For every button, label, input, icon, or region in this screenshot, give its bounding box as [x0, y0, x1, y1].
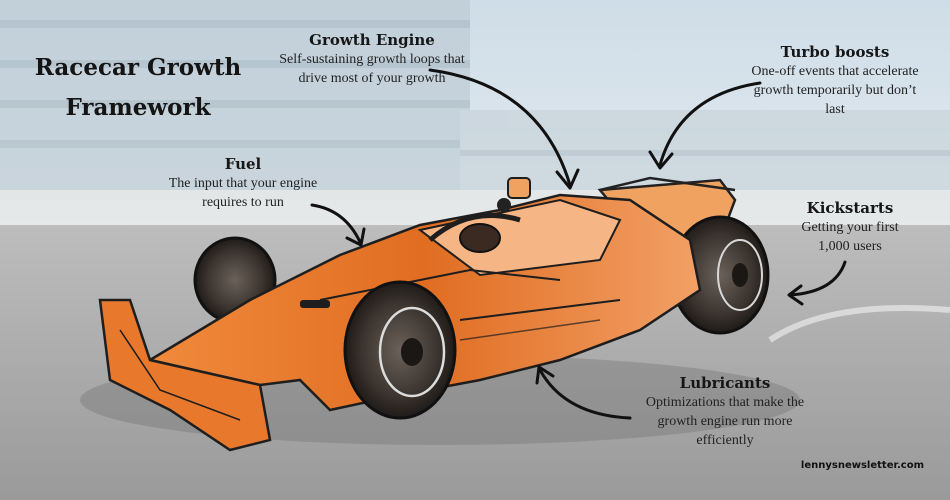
turbo-boosts-label: Turbo boosts One-off events that acceler… [750, 42, 920, 119]
fuel-description: The input that your engine requires to r… [168, 176, 318, 210]
air-intake [507, 177, 531, 199]
front-tire [343, 280, 457, 420]
turbo-boosts-description: One-off events that accelerate growth te… [751, 64, 919, 117]
turbo-boosts-arrow [658, 81, 762, 167]
turbo-boosts-heading: Turbo boosts [780, 43, 890, 61]
helmet [459, 223, 501, 253]
halo [428, 213, 521, 242]
kickstarts-label: Kickstarts Getting your first 1,000 user… [790, 198, 910, 256]
track-line [768, 305, 950, 343]
lubricants-heading: Lubricants [679, 374, 771, 392]
page-title: Racecar Growth Framework [34, 54, 242, 121]
lubricants-description: Optimizations that make the growth engin… [645, 395, 805, 448]
fuel-label: Fuel The input that your engine requires… [168, 154, 318, 212]
lubricants-label: Lubricants Optimizations that make the g… [630, 373, 820, 450]
front-wing [98, 298, 272, 452]
kickstarts-description: Getting your first 1,000 users [801, 220, 899, 254]
kickstarts-arrow [788, 260, 847, 297]
growth-engine-description: Self-sustaining growth loops that drive … [279, 52, 465, 86]
lubricants-arrow [538, 368, 632, 420]
kickstarts-heading: Kickstarts [806, 199, 894, 217]
fuel-arrow [310, 203, 362, 244]
growth-engine-arrow [428, 68, 572, 187]
source-credit: lennysnewsletter.com [800, 460, 924, 471]
grandstand [0, 0, 950, 200]
fuel-heading: Fuel [224, 155, 262, 173]
growth-engine-label: Growth Engine Self-sustaining growth loo… [272, 30, 472, 88]
growth-engine-heading: Growth Engine [309, 31, 435, 49]
